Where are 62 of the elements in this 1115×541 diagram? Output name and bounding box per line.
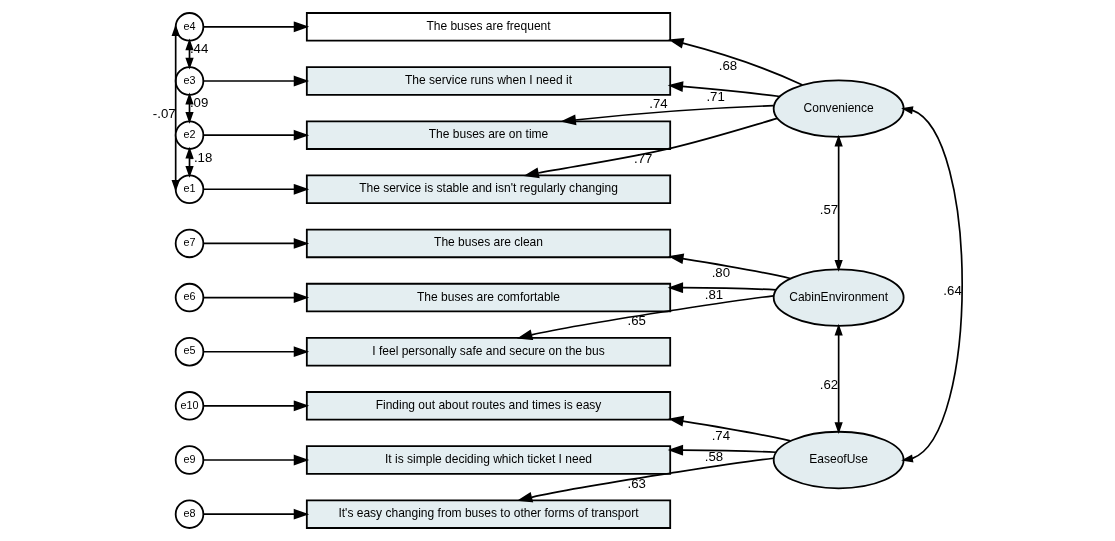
node-circle: e2 <box>174 120 205 150</box>
arrow <box>202 129 310 141</box>
arrow <box>202 346 310 358</box>
node-box: It is simple deciding which ticket I need <box>305 445 672 475</box>
edge-label: .44 <box>189 41 209 57</box>
arrow <box>668 253 792 280</box>
node-circle: e1 <box>174 174 205 204</box>
arrow <box>667 444 777 456</box>
arrow <box>202 508 310 520</box>
arrow <box>202 454 310 466</box>
node-circle: e5 <box>174 337 205 367</box>
node-box: The buses are clean <box>305 228 672 259</box>
arrow <box>516 294 775 341</box>
arrow <box>202 292 310 303</box>
arrow <box>202 400 310 412</box>
node-box: Finding out about routes and times is easy <box>305 391 672 421</box>
node-box: The service runs when I need it <box>305 66 672 96</box>
edge-label: .62 <box>819 377 839 393</box>
edge-label: .09 <box>189 95 209 111</box>
edge-label: .74 <box>711 427 731 443</box>
arrow <box>202 238 310 249</box>
edge-label: .80 <box>711 265 731 281</box>
node-circle: e10 <box>174 391 205 421</box>
arrow <box>523 117 779 179</box>
edge-label: .58 <box>704 449 724 465</box>
node-circle: e8 <box>174 499 205 529</box>
edge-label: .74 <box>649 95 668 111</box>
node-circle: e4 <box>174 12 205 42</box>
arrow <box>834 323 843 434</box>
arrow <box>667 81 781 98</box>
node-box: It's easy changing from buses to other forms of transport <box>305 499 672 529</box>
node-circle: e7 <box>174 228 205 259</box>
arrow <box>901 106 963 463</box>
node-circle: e3 <box>174 66 205 96</box>
arrow <box>202 183 310 195</box>
arrow <box>668 38 804 86</box>
edge-label: .71 <box>706 88 725 104</box>
arrow <box>202 21 310 33</box>
arrow <box>516 457 775 503</box>
node-ellipse: Convenience <box>772 79 905 138</box>
edge-label: .57 <box>819 202 839 218</box>
node-box: The buses are on time <box>305 120 672 150</box>
node-box: The buses are frequent <box>305 12 672 42</box>
arrow <box>202 75 310 87</box>
arrow <box>667 282 777 294</box>
edge-label: .63 <box>627 475 646 491</box>
node-box: I feel personally safe and secure on the bus <box>305 337 672 367</box>
edge-label: -.07 <box>152 106 176 122</box>
node-circle: e9 <box>174 445 205 475</box>
node-ellipse: CabinEnvironment <box>772 268 905 327</box>
edge-label: .65 <box>627 313 646 329</box>
edge-label: .81 <box>704 286 724 302</box>
node-box: The service is stable and isn't regularly changing <box>305 174 672 204</box>
node-circle: e6 <box>174 282 205 313</box>
arrow <box>668 415 792 442</box>
arrow <box>560 104 775 126</box>
edge-label: .68 <box>718 58 738 74</box>
node-ellipse: EaseofUse <box>772 430 905 490</box>
edge-label: -.18 <box>189 149 213 165</box>
node-box: The buses are comfortable <box>305 282 672 313</box>
arrow <box>171 24 180 192</box>
arrow <box>834 134 843 272</box>
